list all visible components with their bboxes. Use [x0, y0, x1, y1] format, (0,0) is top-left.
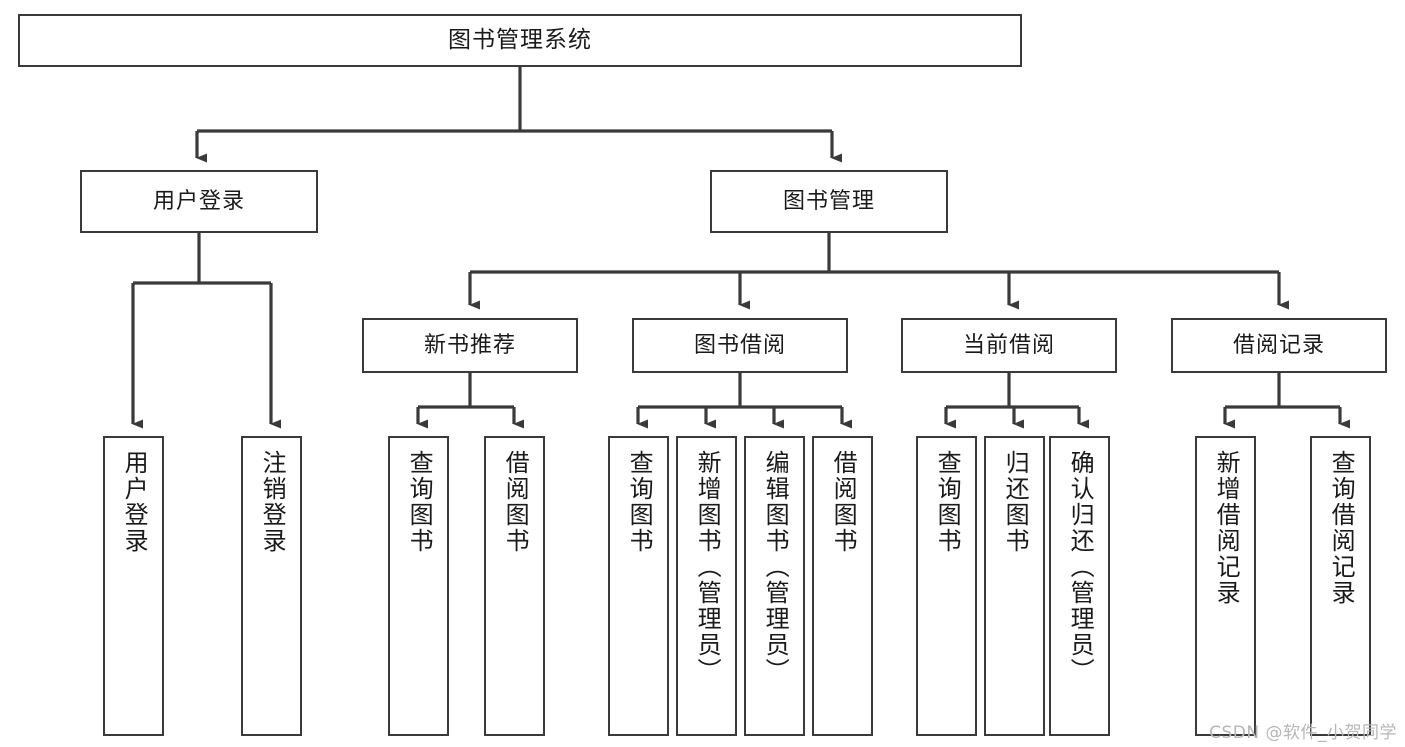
node-leaf-borrow-book-2[interactable]: 借阅图书	[812, 436, 873, 736]
node-leaf-edit-book[interactable]: 编辑图书（管理员）	[744, 436, 805, 736]
node-leaf-confirm-return[interactable]: 确认归还（管理员）	[1049, 436, 1110, 736]
node-leaf-query-book-2-label: 查询图书	[625, 450, 654, 554]
node-leaf-add-book-label: 新增图书（管理员）	[693, 450, 722, 684]
node-leaf-logout[interactable]: 注销登录	[241, 436, 302, 736]
node-leaf-borrow-book-1[interactable]: 借阅图书	[484, 436, 545, 736]
node-leaf-return-book[interactable]: 归还图书	[984, 436, 1045, 736]
node-user-login-label: 用户登录	[152, 188, 245, 214]
csdn-watermark: CSDN @软件_小贺同学	[1209, 723, 1397, 743]
node-current-borrow[interactable]: 当前借阅	[901, 318, 1117, 373]
node-book-manage[interactable]: 图书管理	[710, 170, 948, 233]
node-user-login[interactable]: 用户登录	[80, 170, 318, 233]
node-leaf-query-book-1[interactable]: 查询图书	[388, 436, 449, 736]
node-leaf-add-record[interactable]: 新增借阅记录	[1195, 436, 1256, 736]
node-leaf-query-record[interactable]: 查询借阅记录	[1310, 436, 1371, 736]
node-leaf-add-record-label: 新增借阅记录	[1212, 450, 1241, 606]
node-current-borrow-label: 当前借阅	[962, 332, 1055, 358]
node-leaf-return-book-label: 归还图书	[1001, 450, 1030, 554]
node-leaf-logout-label: 注销登录	[258, 450, 287, 554]
node-leaf-query-book-1-label: 查询图书	[405, 450, 434, 554]
node-book-borrow-label: 图书借阅	[693, 332, 786, 358]
node-leaf-query-book-2[interactable]: 查询图书	[608, 436, 669, 736]
node-new-book-rec[interactable]: 新书推荐	[362, 318, 578, 373]
node-leaf-borrow-book-2-label: 借阅图书	[829, 450, 858, 554]
node-leaf-query-record-label: 查询借阅记录	[1327, 450, 1356, 606]
node-root-label: 图书管理系统	[448, 26, 592, 53]
node-leaf-user-login[interactable]: 用户登录	[103, 436, 164, 736]
node-leaf-query-book-3-label: 查询图书	[933, 450, 962, 554]
node-borrow-record[interactable]: 借阅记录	[1171, 318, 1387, 373]
node-leaf-borrow-book-1-label: 借阅图书	[501, 450, 530, 554]
node-new-book-rec-label: 新书推荐	[423, 332, 516, 358]
node-leaf-edit-book-label: 编辑图书（管理员）	[761, 450, 790, 684]
node-root[interactable]: 图书管理系统	[18, 14, 1022, 67]
node-leaf-confirm-return-label: 确认归还（管理员）	[1066, 450, 1095, 684]
node-book-borrow[interactable]: 图书借阅	[632, 318, 848, 373]
node-leaf-query-book-3[interactable]: 查询图书	[916, 436, 977, 736]
node-borrow-record-label: 借阅记录	[1232, 332, 1325, 358]
node-leaf-add-book[interactable]: 新增图书（管理员）	[676, 436, 737, 736]
node-leaf-user-login-label: 用户登录	[120, 450, 149, 554]
node-book-manage-label: 图书管理	[782, 188, 875, 214]
